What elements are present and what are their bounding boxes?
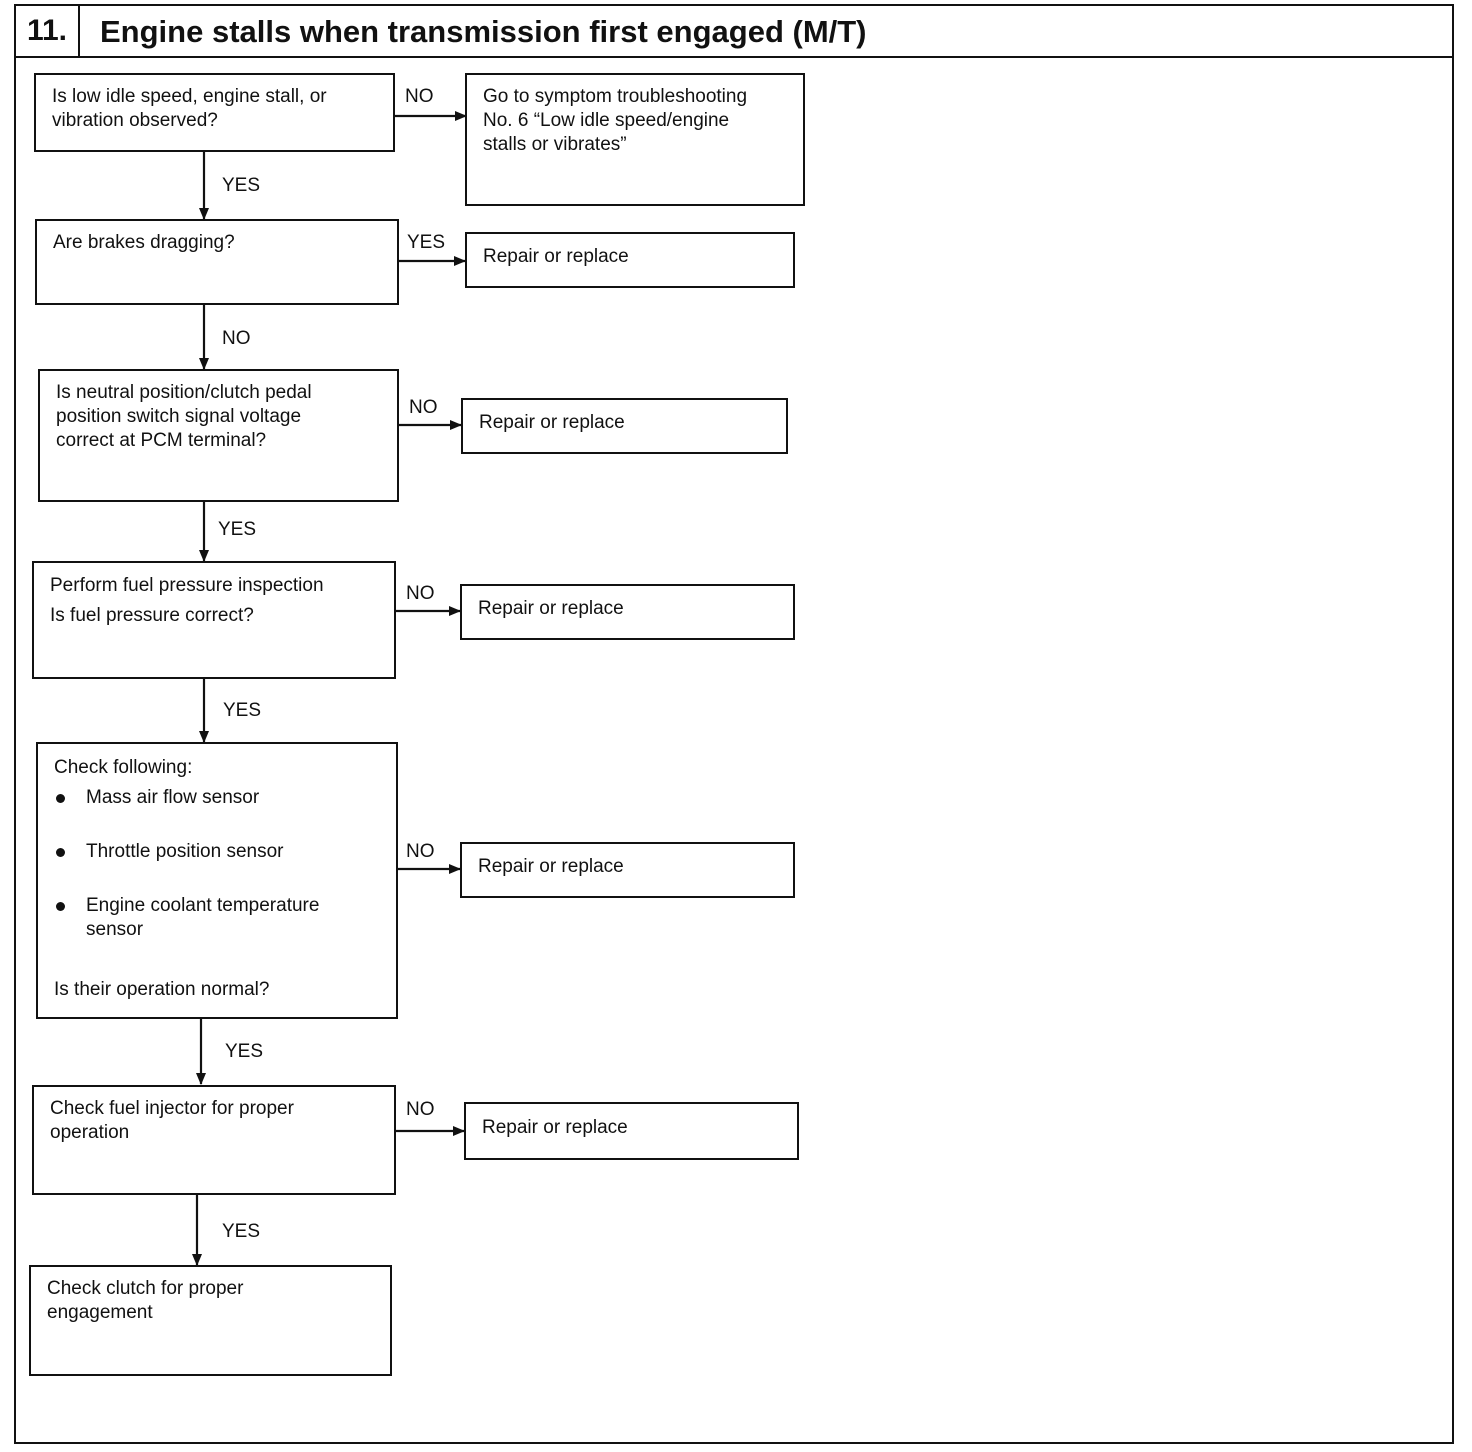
step-fuel-pressure: Perform fuel pressure inspection Is fuel… [32, 561, 396, 679]
step-text: Is low idle speed, engine stall, or [52, 86, 327, 107]
result-repair-or-replace: Repair or replace [465, 232, 795, 288]
branch-label-yes: YES [218, 519, 257, 540]
result-text: Repair or replace [483, 246, 629, 267]
branch-label-no: NO [406, 841, 435, 862]
step-brakes-dragging: Are brakes dragging? [35, 219, 399, 305]
step-text: Check clutch for proper [47, 1278, 244, 1299]
step-question: Is their operation normal? [54, 979, 270, 1000]
checklist-item: Mass air flow sensor [54, 786, 380, 810]
bullet-icon [56, 902, 65, 911]
result-repair-or-replace: Repair or replace [464, 1102, 799, 1160]
branch-label-yes: YES [222, 175, 261, 196]
header: 11. Engine stalls when transmission firs… [14, 4, 1454, 58]
step-text: Is neutral position/clutch pedal [56, 382, 312, 403]
result-text: Repair or replace [482, 1117, 628, 1138]
checklist-item-label: Throttle position sensor [86, 841, 284, 862]
step-text: vibration observed? [52, 110, 218, 131]
step-heading: Check following: [54, 757, 193, 778]
result-text: stalls or vibrates” [483, 134, 627, 155]
checklist-item: Engine coolant temperature [54, 894, 380, 918]
branch-label-no: NO [409, 397, 438, 418]
section-number: 11. [16, 6, 80, 56]
branch-label-no: NO [222, 328, 251, 349]
branch-label-yes: YES [225, 1041, 264, 1062]
result-repair-or-replace: Repair or replace [460, 584, 795, 640]
step-fuel-injector: Check fuel injector for proper operation [32, 1085, 396, 1195]
result-text: Repair or replace [478, 598, 624, 619]
result-text: Repair or replace [479, 412, 625, 433]
bullet-icon [56, 794, 65, 803]
checklist-item-label: Mass air flow sensor [86, 787, 260, 808]
branch-label-no: NO [406, 583, 435, 604]
result-text: Repair or replace [478, 856, 624, 877]
step-neutral-clutch-switch: Is neutral position/clutch pedal positio… [38, 369, 399, 502]
step-text: Are brakes dragging? [53, 232, 235, 253]
step-text: engagement [47, 1302, 153, 1323]
branch-label-no: NO [406, 1099, 435, 1120]
bullet-icon [56, 848, 65, 857]
step-text: correct at PCM terminal? [56, 430, 267, 451]
step-text: position switch signal voltage [56, 406, 302, 427]
step-check-clutch: Check clutch for proper engagement [29, 1265, 392, 1376]
step-text: Check fuel injector for proper [50, 1098, 294, 1119]
result-repair-or-replace: Repair or replace [461, 398, 788, 454]
step-text: Is fuel pressure correct? [50, 605, 254, 626]
result-text: No. 6 “Low idle speed/engine [483, 110, 730, 131]
result-repair-or-replace: Repair or replace [460, 842, 795, 898]
step-check-sensors: Check following: Mass air flow sensor Th… [36, 742, 398, 1019]
step-text: operation [50, 1122, 130, 1143]
step-text: Perform fuel pressure inspection [50, 575, 324, 596]
checklist-item-label: Engine coolant temperature [86, 895, 320, 916]
checklist-item-continued: sensor [54, 918, 380, 942]
branch-label-no: NO [405, 86, 434, 107]
checklist-item-label: sensor [86, 919, 144, 940]
branch-label-yes: YES [407, 232, 446, 253]
page-title: Engine stalls when transmission first en… [100, 14, 867, 49]
branch-label-yes: YES [223, 700, 262, 721]
checklist-item: Throttle position sensor [54, 840, 380, 864]
step-low-idle-check: Is low idle speed, engine stall, or vibr… [34, 73, 395, 152]
result-text: Go to symptom troubleshooting [483, 86, 748, 107]
branch-label-yes: YES [222, 1221, 261, 1242]
result-goto-symptom-6: Go to symptom troubleshooting No. 6 “Low… [465, 73, 805, 206]
